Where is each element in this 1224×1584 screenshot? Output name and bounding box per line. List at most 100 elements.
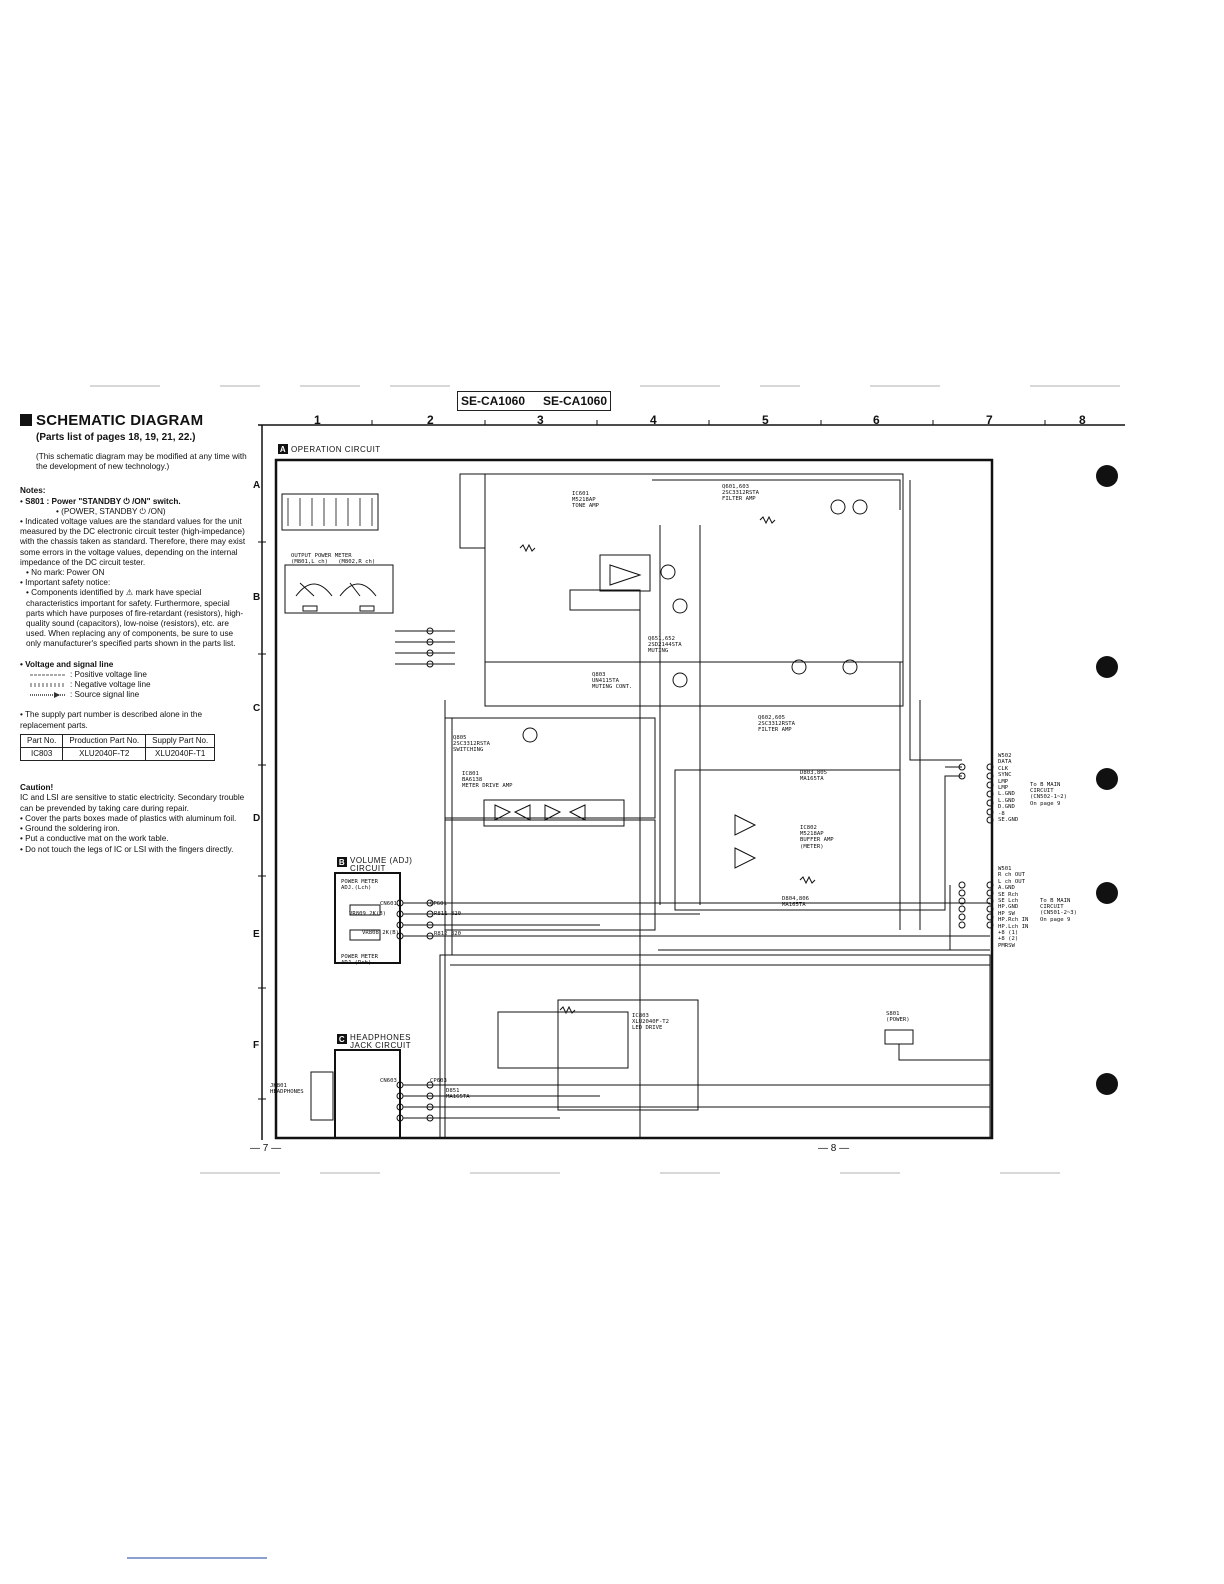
caution-heading: Caution! bbox=[20, 783, 54, 793]
w502-destination: To B MAIN CIRCUIT (CN502-1~2) On page 9 bbox=[1030, 782, 1068, 807]
grid-row-b: B bbox=[253, 592, 261, 603]
note-safety: Components identified by ⚠ mark have spe… bbox=[20, 588, 248, 649]
w501-pin: HP.Lch IN bbox=[998, 923, 1029, 930]
w501-pin: +8 (1) bbox=[998, 930, 1019, 937]
grid-column-2: 2 bbox=[427, 413, 434, 427]
negative-line-icon bbox=[30, 683, 66, 687]
caution-item: Do not touch the legs of IC or LSI with … bbox=[20, 845, 248, 855]
binder-hole-icon bbox=[1096, 1073, 1118, 1095]
note-no-mark: No mark: Power ON bbox=[20, 568, 248, 578]
w502-title: W502 bbox=[998, 753, 1012, 759]
source-line-icon bbox=[30, 692, 66, 699]
caution-item: Ground the soldering iron. bbox=[20, 824, 248, 834]
caution-item: Cover the parts boxes made of plastics w… bbox=[20, 814, 248, 824]
grid-row-d: D bbox=[253, 813, 261, 824]
section-letter-a: A bbox=[278, 444, 288, 454]
parts-cell: XLU2040F-T2 bbox=[62, 747, 147, 762]
connector-w502: W502 DATA CLK SYNC LMP LMP L.GND L.GND D… bbox=[998, 753, 1018, 823]
section-letter-c: C bbox=[337, 1034, 347, 1044]
supply-note: • The supply part number is described al… bbox=[20, 710, 203, 730]
label-cp603: CP603 bbox=[430, 1078, 447, 1084]
notes-heading: Notes: bbox=[20, 486, 46, 496]
label-vr808: VR808 2K(B) bbox=[362, 930, 400, 936]
label-d803: D803,805 MA165TA bbox=[800, 770, 827, 783]
grid-row-c: C bbox=[253, 703, 261, 714]
page-number-right: — 8 — bbox=[818, 1143, 850, 1154]
section-headphones-circuit: C HEADPHONES JACK CIRCUIT bbox=[337, 1034, 417, 1050]
label-q805: Q805 2SC3312RSTA SWITCHING bbox=[453, 735, 491, 754]
note-voltage: Indicated voltage values are the standar… bbox=[20, 517, 248, 568]
w502-pin: CLK bbox=[998, 765, 1009, 772]
grid-column-6: 6 bbox=[873, 413, 880, 427]
page-number-left: — 7 — bbox=[250, 1143, 282, 1154]
w502-pin: L.GND bbox=[998, 797, 1015, 804]
binder-hole-icon bbox=[1096, 465, 1118, 487]
positive-line-icon bbox=[30, 674, 66, 676]
grid-row-a: A bbox=[253, 480, 261, 491]
title-square-icon bbox=[20, 414, 32, 426]
caution-item: Put a conductive mat on the work table. bbox=[20, 834, 248, 844]
grid-column-7: 7 bbox=[986, 413, 993, 427]
w502-pin: DATA bbox=[998, 759, 1012, 766]
w502-pin: SYNC bbox=[998, 772, 1012, 779]
binder-hole-icon bbox=[1096, 768, 1118, 790]
note-safety-heading: Important safety notice: bbox=[20, 578, 248, 588]
section-operation-label: OPERATION CIRCUIT bbox=[291, 444, 381, 454]
page-title-text: SCHEMATIC DIAGRAM bbox=[36, 412, 204, 429]
note-s801-sub: (POWER, STANDBY ⏻ /ON) bbox=[20, 507, 248, 517]
binder-hole-icon bbox=[1096, 882, 1118, 904]
w502-pin: -8 bbox=[998, 810, 1005, 817]
label-s801: S801 (POWER) bbox=[886, 1011, 910, 1024]
label-q601: Q601,603 2SC3312RSTA FILTER AMP bbox=[722, 484, 760, 503]
w502-pin: LMP bbox=[998, 785, 1009, 792]
label-d851: D851 MA165TA bbox=[446, 1088, 470, 1101]
w501-pin: SE Rch bbox=[998, 891, 1019, 898]
label-q803: Q803 UN4115TA MUTING CONT. bbox=[592, 672, 633, 691]
section-letter-b: B bbox=[337, 857, 347, 867]
w501-pin: +8 (2) bbox=[998, 936, 1019, 943]
note-s801: S801 : Power "STANDBY ⏻ /ON" switch. bbox=[20, 497, 248, 507]
parts-table-row: IC803 XLU2040F-T2 XLU2040F-T1 bbox=[19, 747, 216, 762]
grid-row-f: F bbox=[253, 1040, 260, 1051]
legend-source: : Source signal line bbox=[30, 690, 248, 700]
grid-column-1: 1 bbox=[314, 413, 321, 427]
caution-list: Cover the parts boxes made of plastics w… bbox=[20, 814, 248, 855]
label-q651: Q651,652 2SD2144STA MUTING bbox=[648, 636, 682, 655]
label-jk801: JK801 HEADPHONES bbox=[270, 1083, 304, 1096]
model-name-right: SE-CA1060 bbox=[543, 394, 608, 408]
section-headphones-label: HEADPHONES JACK CIRCUIT bbox=[350, 1033, 412, 1050]
section-volume-circuit: B VOLUME (ADJ) CIRCUIT bbox=[337, 857, 417, 873]
binder-hole-icon bbox=[1096, 656, 1118, 678]
legend-negative: : Negative voltage line bbox=[30, 680, 248, 690]
parts-table: Part No. Production Part No. Supply Part… bbox=[19, 733, 216, 762]
label-ic801: IC801 BA6138 METER DRIVE AMP bbox=[462, 771, 513, 790]
legend-positive: : Positive voltage line bbox=[30, 670, 248, 680]
w502-pin: LMP bbox=[998, 778, 1009, 785]
notes-panel: (This schematic diagram may be modified … bbox=[19, 452, 248, 855]
grid-column-5: 5 bbox=[762, 413, 769, 427]
label-q602: Q602,605 2SC3312RSTA FILTER AMP bbox=[758, 715, 796, 734]
label-ic802: IC802 M5218AP BUFFER AMP (METER) bbox=[800, 825, 834, 850]
grid-column-3: 3 bbox=[537, 413, 544, 427]
notes-intro: (This schematic diagram may be modified … bbox=[36, 452, 247, 472]
label-cn601: CN601 bbox=[380, 901, 397, 907]
page-title: SCHEMATIC DIAGRAM bbox=[20, 412, 203, 429]
label-ic601: IC601 M5218AP TONE AMP bbox=[572, 491, 599, 510]
section-operation-circuit: A OPERATION CIRCUIT bbox=[278, 444, 381, 454]
w502-pin: D.GND bbox=[998, 804, 1015, 811]
model-header-box: SE-CA1060 SE-CA1060 bbox=[457, 391, 611, 411]
w501-pin: HP SW bbox=[998, 910, 1015, 917]
w501-title: W501 bbox=[998, 866, 1012, 872]
label-vr809: VR809 2K(B) bbox=[349, 911, 387, 917]
w501-destination: To B MAIN CIRCUIT (CN501-2~3) On page 9 bbox=[1040, 898, 1078, 923]
label-r811: R811 820 bbox=[434, 911, 461, 917]
w501-pin: L ch OUT bbox=[998, 878, 1025, 885]
section-volume-label: VOLUME (ADJ) CIRCUIT bbox=[350, 856, 413, 873]
label-output-meter: OUTPUT POWER METER (M801,L ch) (M802,R c… bbox=[291, 553, 376, 566]
grid-row-e: E bbox=[253, 929, 260, 940]
page-subtitle: (Parts list of pages 18, 19, 21, 22.) bbox=[36, 432, 196, 443]
caution-text: IC and LSI are sensitive to static elect… bbox=[20, 793, 245, 813]
parts-cell: IC803 bbox=[19, 747, 64, 762]
w502-pin: L.GND bbox=[998, 791, 1015, 798]
